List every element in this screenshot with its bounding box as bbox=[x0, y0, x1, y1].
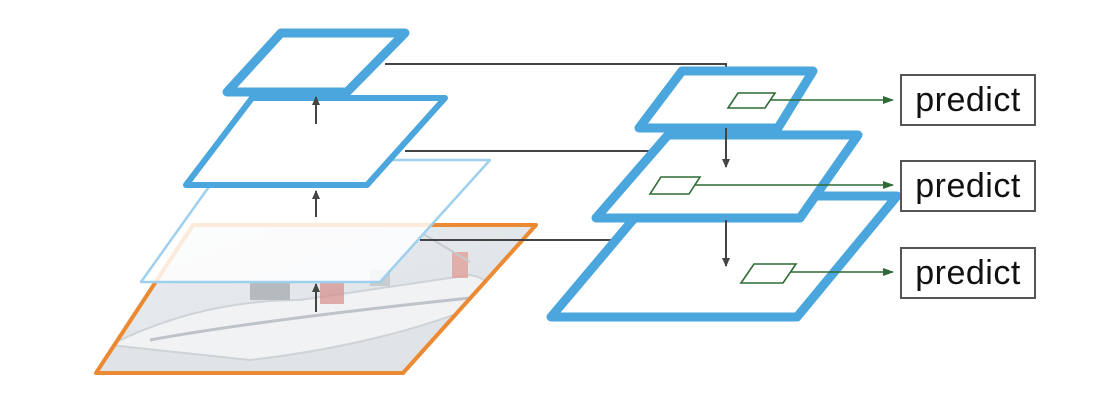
bottom-up-level-3 bbox=[222, 28, 410, 97]
bottom-up-level-2 bbox=[183, 95, 448, 188]
predict-label: predict bbox=[915, 253, 1021, 292]
anchor-box-bottom bbox=[739, 263, 798, 284]
predict-label: predict bbox=[915, 80, 1021, 119]
prediction-arrows bbox=[695, 96, 894, 276]
top-down-level-3 bbox=[634, 66, 818, 133]
anchor-box-top bbox=[726, 92, 777, 109]
predict-label: predict bbox=[915, 166, 1021, 205]
bottom-up-level-1 bbox=[139, 158, 492, 284]
anchor-box-middle bbox=[648, 176, 702, 195]
top-down-level-2 bbox=[591, 130, 863, 223]
predict-box-middle: predict bbox=[900, 160, 1036, 212]
predict-box-bottom: predict bbox=[900, 247, 1036, 299]
anchor-boxes bbox=[648, 92, 798, 284]
predict-box-top: predict bbox=[900, 74, 1036, 126]
